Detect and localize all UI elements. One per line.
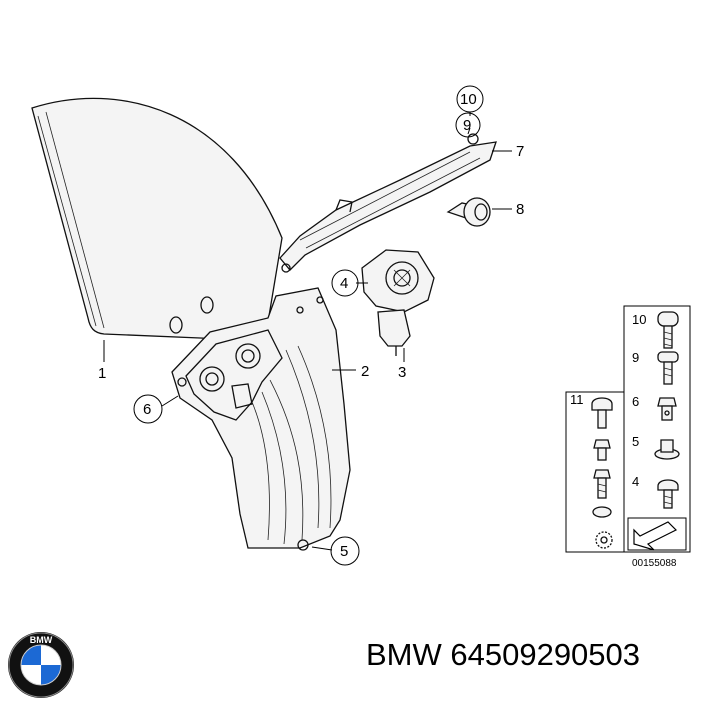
callout-3: 3 xyxy=(398,364,406,381)
screw-6-icon xyxy=(657,397,677,421)
callout-9: 9 xyxy=(463,117,471,134)
nut-5-icon xyxy=(654,439,680,460)
callout-5: 5 xyxy=(340,543,348,560)
legend-label-6: 6 xyxy=(632,394,639,409)
leader-lines xyxy=(103,112,512,551)
callout-labels: 1 2 3 4 5 6 7 8 9 10 xyxy=(98,85,524,566)
legend-label-10: 10 xyxy=(632,312,646,327)
screw-4-icon xyxy=(657,479,679,509)
regulator-frame xyxy=(171,287,351,551)
callout-2: 2 xyxy=(361,363,369,380)
callout-7: 7 xyxy=(516,143,524,160)
part-number-text: BMW 64509290503 xyxy=(366,637,641,672)
callout-8: 8 xyxy=(516,201,524,218)
legend-label-5: 5 xyxy=(632,434,639,449)
bmw-logo-icon: BMW xyxy=(8,632,74,698)
screw-10-icon xyxy=(657,311,679,349)
drawing-number: 00155088 xyxy=(632,558,677,569)
screw-9-icon xyxy=(657,351,679,385)
window-glass xyxy=(31,97,283,340)
screw-11-icon xyxy=(591,397,613,549)
callout-10: 10 xyxy=(460,91,477,108)
callout-4: 4 xyxy=(340,275,348,292)
legend-label-9: 9 xyxy=(632,350,639,365)
window-motor xyxy=(361,249,435,356)
bushing xyxy=(446,197,491,227)
fastener-legend: 10 9 11 6 xyxy=(565,305,691,569)
callout-6: 6 xyxy=(143,401,151,418)
direction-arrow-icon xyxy=(627,517,687,551)
legend-label-4: 4 xyxy=(632,474,639,489)
legend-label-11: 11 xyxy=(570,392,584,407)
logo-letters: BMW xyxy=(30,635,53,645)
callout-1: 1 xyxy=(98,365,106,382)
